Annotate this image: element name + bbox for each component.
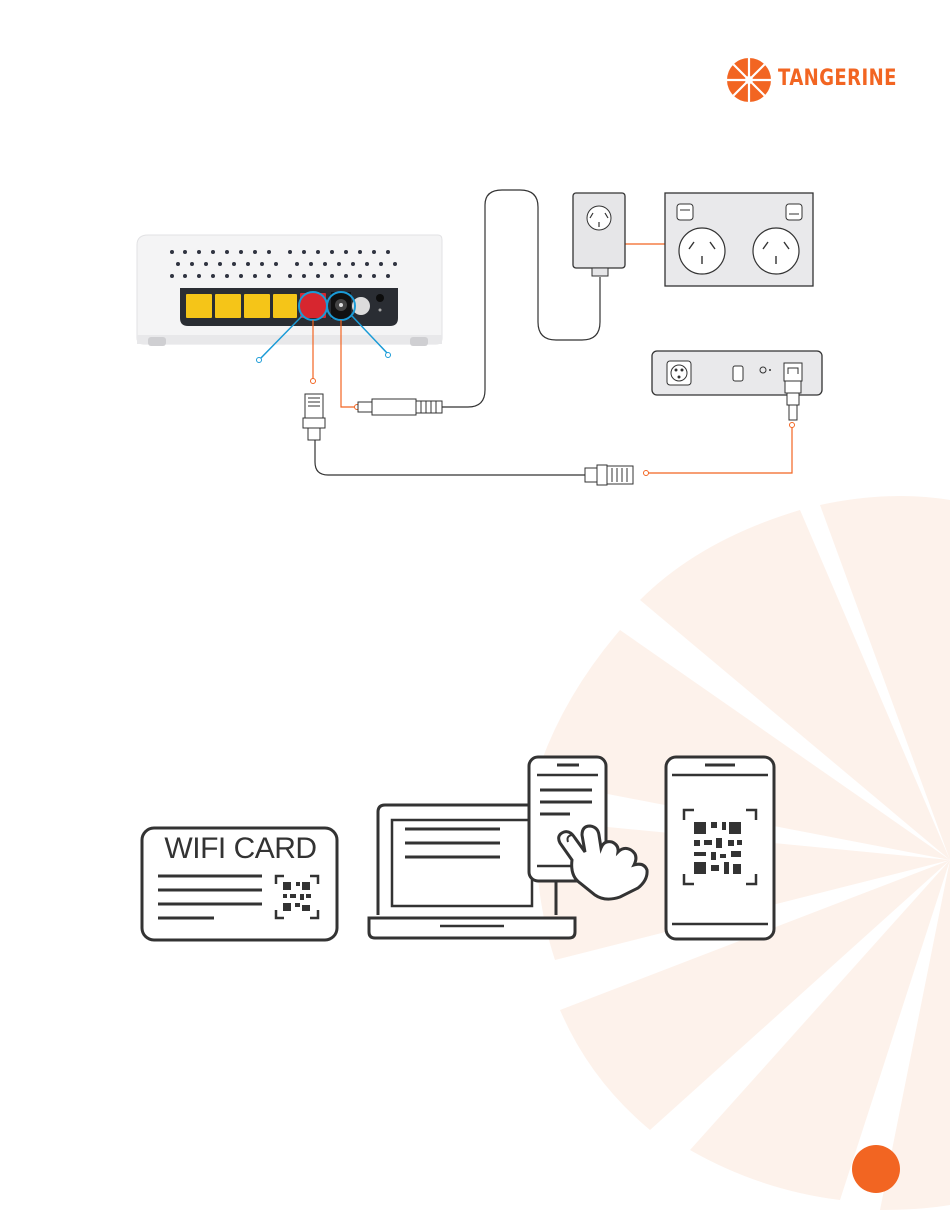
power-plug bbox=[358, 399, 442, 415]
network-plug-modem bbox=[303, 394, 325, 440]
network-plug-nbn bbox=[585, 465, 633, 485]
page-indicator-dot bbox=[852, 1145, 900, 1193]
wan-port bbox=[300, 293, 326, 318]
brand-name: TANGERINE bbox=[778, 66, 897, 91]
wifi-card-title: WIFI CARD bbox=[143, 832, 338, 866]
tangerine-slice-logo-icon bbox=[727, 58, 771, 102]
qr-scan-phone-icon bbox=[666, 757, 774, 939]
network-cable bbox=[315, 440, 585, 475]
wall-power-outlet bbox=[665, 193, 813, 286]
modem-router bbox=[137, 235, 442, 363]
power-adapter bbox=[573, 193, 625, 276]
nbn-connection-box bbox=[652, 351, 822, 420]
